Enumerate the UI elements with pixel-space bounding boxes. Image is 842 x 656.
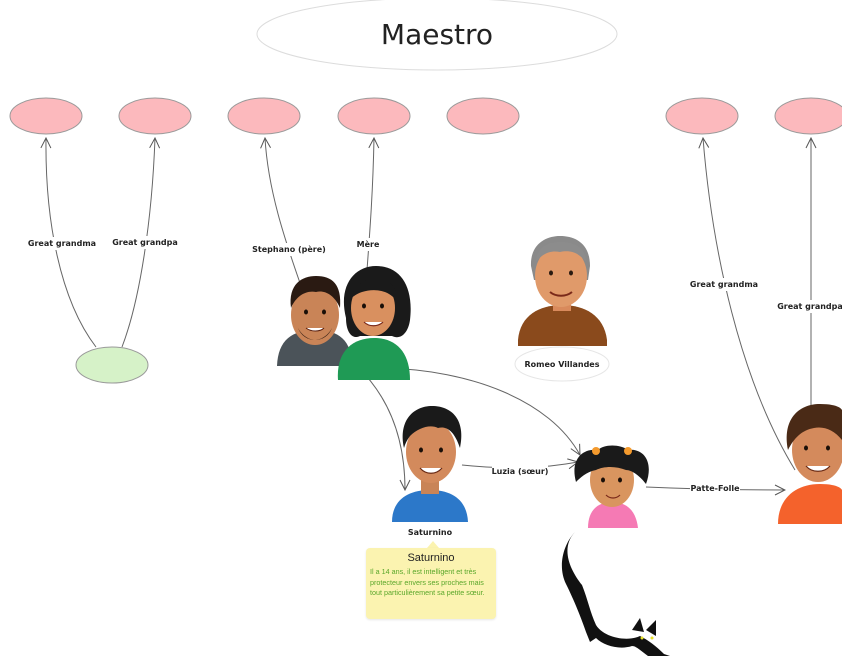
edge-great-grandma-right xyxy=(703,138,796,471)
edge-great-grandma-left xyxy=(46,138,97,348)
node-mere[interactable] xyxy=(337,97,411,135)
node-stephano[interactable] xyxy=(227,97,301,135)
label-mere: Mère xyxy=(357,239,380,249)
saturnino-note[interactable]: Saturnino Il a 14 ans, il est intelligen… xyxy=(366,548,496,619)
edge-to-luzia xyxy=(384,367,580,455)
label-stephano: Stephano (père) xyxy=(252,244,326,254)
label-great-grandpa-right: Great grandpa xyxy=(777,302,842,311)
black-cat-image[interactable] xyxy=(561,532,670,656)
label-great-grandma-left: Great grandma xyxy=(28,239,96,248)
note-body: Il a 14 ans, il est intelligent et très … xyxy=(370,567,485,597)
avatar-mere[interactable] xyxy=(337,266,411,380)
edges xyxy=(46,138,811,490)
node-great-grandma-left[interactable] xyxy=(9,97,83,135)
edge-to-saturnino xyxy=(367,377,405,490)
pink-nodes xyxy=(9,97,842,135)
edge-stephano xyxy=(265,138,301,284)
label-patte-folle: Patte-Folle xyxy=(691,484,741,493)
note-pointer xyxy=(427,541,439,548)
avatar-stephano[interactable] xyxy=(277,276,352,366)
diagram-title: Maestro xyxy=(381,18,493,51)
avatar-saturnino[interactable] xyxy=(392,406,468,522)
node-great-grandpa-left[interactable] xyxy=(118,97,192,135)
note-title: Saturnino xyxy=(407,552,455,564)
avatar-romeo[interactable] xyxy=(518,236,607,346)
label-luzia: Luzia (sœur) xyxy=(492,467,549,476)
romeo-name: Romeo Villandes xyxy=(525,360,600,369)
edge-labels: Great grandma Great grandpa Stephano (pè… xyxy=(28,236,842,495)
node-empty[interactable] xyxy=(446,97,520,135)
saturnino-name: Saturnino xyxy=(408,528,453,537)
edge-mere xyxy=(366,138,374,271)
edge-great-grandpa-left xyxy=(121,138,155,348)
avatar-luzia[interactable] xyxy=(574,445,649,529)
label-great-grandma-right: Great grandma xyxy=(690,280,758,289)
avatar-right-boy[interactable] xyxy=(778,404,842,524)
node-great-grandpa-right[interactable] xyxy=(774,97,842,135)
node-green[interactable] xyxy=(75,346,149,384)
title-node[interactable]: Maestro xyxy=(256,0,618,71)
label-great-grandpa-left: Great grandpa xyxy=(112,238,178,247)
node-great-grandma-right[interactable] xyxy=(665,97,739,135)
romeo-name-tag[interactable]: Romeo Villandes xyxy=(514,346,610,382)
